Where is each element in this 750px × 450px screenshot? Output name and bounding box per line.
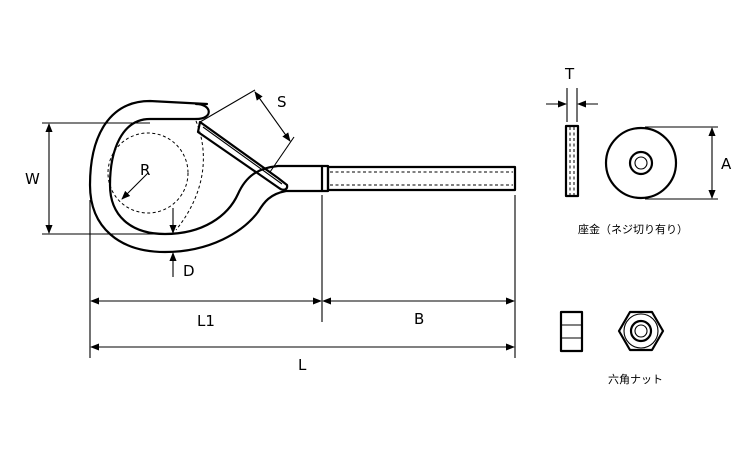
nut-side-body	[559, 310, 584, 353]
s-extension-1	[199, 89, 256, 123]
washer-front-view: A	[604, 126, 732, 200]
label-L: L	[298, 356, 307, 374]
safety-latch	[196, 120, 289, 191]
radius-circle	[107, 132, 189, 214]
washer-side-body	[564, 124, 580, 198]
dim-S: S	[199, 89, 295, 173]
hook-tip	[194, 102, 210, 121]
label-L1: L1	[197, 312, 215, 330]
dim-length: L1 B L	[89, 195, 516, 374]
washer-thread-root	[634, 156, 648, 170]
r-leader	[121, 172, 149, 200]
label-A: A	[721, 155, 732, 173]
threaded-shank	[326, 165, 517, 192]
washer-side-view: T	[546, 65, 598, 198]
nut-hexagon	[617, 310, 665, 352]
latch-inner-line	[202, 126, 283, 185]
hex-nut-side-view	[559, 310, 584, 353]
hook-outer-contour	[88, 99, 324, 254]
label-D: D	[183, 262, 195, 280]
s-extension-2	[269, 136, 295, 173]
label-B: B	[414, 310, 424, 328]
nut-chamfer-circle	[623, 313, 659, 349]
dim-R: R	[121, 161, 150, 200]
dim-D: D	[169, 208, 195, 280]
throat-arc	[175, 120, 204, 231]
washer-outer	[604, 126, 678, 200]
hex-nut-front-view	[617, 310, 665, 352]
label-T: T	[564, 65, 575, 83]
washer-hole	[628, 150, 654, 176]
label-W: W	[25, 170, 40, 188]
label-R: R	[140, 161, 150, 179]
washer-caption: 座金（ネジ切り有り）	[578, 222, 688, 236]
dim-W: W	[25, 122, 165, 235]
nut-thread-root	[634, 324, 648, 338]
nut-hole	[629, 319, 653, 343]
hex-nut-caption: 六角ナット	[608, 373, 663, 386]
label-S: S	[277, 93, 287, 111]
hook-bolt-side-view	[88, 99, 517, 254]
s-dimension-line	[254, 91, 291, 142]
